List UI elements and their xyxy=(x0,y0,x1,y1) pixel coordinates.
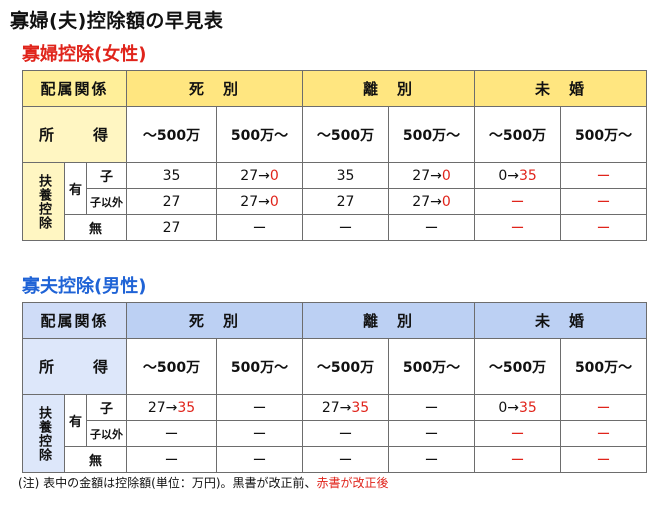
shibetsu-header: 死 別 xyxy=(126,70,304,107)
value-cell: ー xyxy=(474,188,562,215)
income-range: 500万〜 xyxy=(560,106,648,163)
shibetsu-header: 死 別 xyxy=(126,302,304,339)
mikon-header: 未 婚 xyxy=(474,70,648,107)
value-cell: ー xyxy=(388,420,476,447)
income-range: 〜500万 xyxy=(302,106,390,163)
value-cell: ー xyxy=(388,446,476,473)
value-cell: 35 xyxy=(302,162,390,189)
value-cell: ー xyxy=(302,214,390,241)
value-cell: ー xyxy=(216,420,304,447)
ko-igai-label: 子以外 xyxy=(85,420,128,447)
value-cell: 0→35 xyxy=(474,394,562,421)
table-row: 無 ー ー ー ー ー ー xyxy=(23,446,648,473)
nashi-label: 無 xyxy=(63,446,128,473)
header-row: 配属関係 死 別 離 別 未 婚 xyxy=(21,302,648,339)
income-range: 500万〜 xyxy=(216,338,304,395)
value-cell: 27→0 xyxy=(388,162,476,189)
ari-label: 有 xyxy=(64,394,87,447)
relation-header: 配属関係 xyxy=(21,70,128,107)
value-cell: ー xyxy=(302,446,390,473)
value-cell: ー xyxy=(474,446,562,473)
value-cell: 27 xyxy=(126,214,218,241)
income-row: 所 得 〜500万 500万〜 〜500万 500万〜 〜500万 500万〜 xyxy=(21,106,648,163)
income-range: 〜500万 xyxy=(474,106,562,163)
value-cell: ー xyxy=(216,394,304,421)
income-range: 〜500万 xyxy=(126,106,218,163)
income-range: 〜500万 xyxy=(126,338,218,395)
value-cell: ー xyxy=(560,188,648,215)
ari-label: 有 xyxy=(64,162,87,215)
ko-label: 子 xyxy=(85,162,128,189)
rikon-header: 離 別 xyxy=(302,70,476,107)
value-cell: ー xyxy=(474,214,562,241)
value-cell: ー xyxy=(216,446,304,473)
value-cell: ー xyxy=(560,394,648,421)
value-cell: ー xyxy=(560,162,648,189)
value-cell: 0→35 xyxy=(474,162,562,189)
value-cell: ー xyxy=(560,446,648,473)
table-row: 子以外 27 27→0 27 27→0 ー ー xyxy=(23,188,648,215)
income-range: 500万〜 xyxy=(216,106,304,163)
value-cell: ー xyxy=(560,214,648,241)
income-label: 所 得 xyxy=(21,338,128,395)
income-range: 〜500万 xyxy=(474,338,562,395)
value-cell: 27→35 xyxy=(126,394,218,421)
value-cell: ー xyxy=(302,420,390,447)
ko-igai-label: 子以外 xyxy=(85,188,128,215)
income-range: 〜500万 xyxy=(302,338,390,395)
fuyou-label: 扶養控除 xyxy=(22,162,65,241)
value-cell: ー xyxy=(126,446,218,473)
income-range: 500万〜 xyxy=(560,338,648,395)
value-cell: ー xyxy=(216,214,304,241)
female-deduction-table: 配属関係 死 別 離 別 未 婚 所 得 〜500万 500万〜 〜500万 5… xyxy=(21,70,648,241)
value-cell: 27 xyxy=(302,188,390,215)
value-cell: 27→0 xyxy=(388,188,476,215)
value-cell: ー xyxy=(388,214,476,241)
female-section-title: 寡婦控除(女性) xyxy=(22,44,147,65)
footnote-revised: 赤書が改正後 xyxy=(316,476,389,490)
value-cell: ー xyxy=(388,394,476,421)
table-row: 扶養控除 有 子 27→35 ー 27→35 ー 0→35 ー xyxy=(22,394,648,473)
page-title: 寡婦(夫)控除額の早見表 xyxy=(10,10,224,32)
value-cell: 27→35 xyxy=(302,394,390,421)
value-cell: ー xyxy=(126,420,218,447)
income-row: 所 得 〜500万 500万〜 〜500万 500万〜 〜500万 500万〜 xyxy=(21,338,648,395)
income-range: 500万〜 xyxy=(388,106,476,163)
value-cell: ー xyxy=(560,420,648,447)
value-cell: 27→0 xyxy=(216,188,304,215)
male-deduction-table: 配属関係 死 別 離 別 未 婚 所 得 〜500万 500万〜 〜500万 5… xyxy=(21,302,648,473)
ko-label: 子 xyxy=(85,394,128,421)
value-cell: 35 xyxy=(126,162,218,189)
table-row: 扶養控除 有 子 35 27→0 35 27→0 0→35 ー xyxy=(22,162,648,241)
footnote-text: (注) 表中の金額は控除額(単位：万円)。黒書が改正前、 xyxy=(18,476,317,490)
value-cell: 27→0 xyxy=(216,162,304,189)
income-range: 500万〜 xyxy=(388,338,476,395)
fuyou-label: 扶養控除 xyxy=(22,394,65,473)
mikon-header: 未 婚 xyxy=(474,302,648,339)
header-row: 配属関係 死 別 離 別 未 婚 xyxy=(21,70,648,107)
male-section-title: 寡夫控除(男性) xyxy=(22,276,147,297)
value-cell: ー xyxy=(474,420,562,447)
value-cell: 27 xyxy=(126,188,218,215)
table-row: 子以外 ー ー ー ー ー ー xyxy=(23,420,648,447)
table-row: 無 27 ー ー ー ー ー xyxy=(23,214,648,241)
income-label: 所 得 xyxy=(21,106,128,163)
footnote: (注) 表中の金額は控除額(単位：万円)。黒書が改正前、赤書が改正後 xyxy=(18,474,389,491)
relation-header: 配属関係 xyxy=(21,302,128,339)
nashi-label: 無 xyxy=(63,214,128,241)
rikon-header: 離 別 xyxy=(302,302,476,339)
